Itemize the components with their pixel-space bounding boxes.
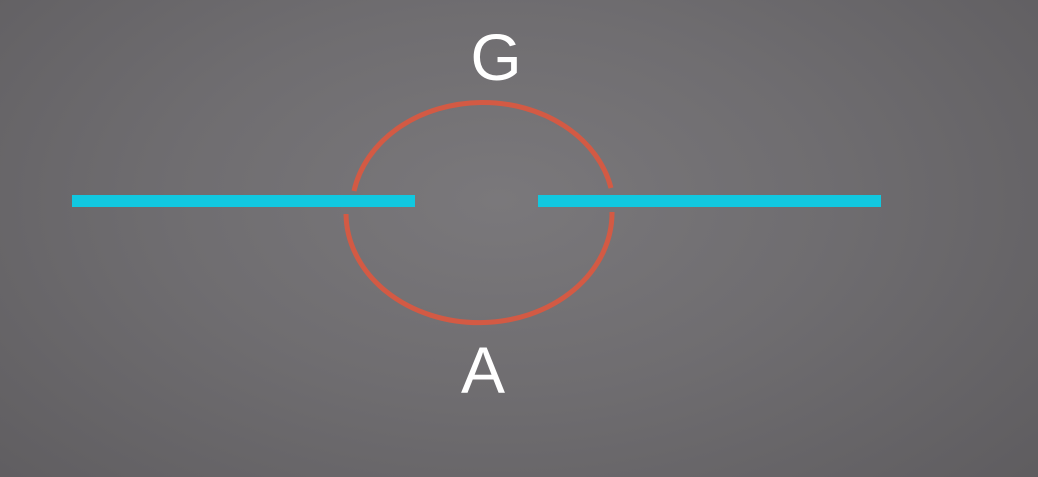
- circle-lower-arc: [343, 211, 615, 326]
- label-g: G: [470, 20, 521, 94]
- circle-upper-arc: [351, 99, 614, 192]
- label-a: A: [461, 333, 505, 407]
